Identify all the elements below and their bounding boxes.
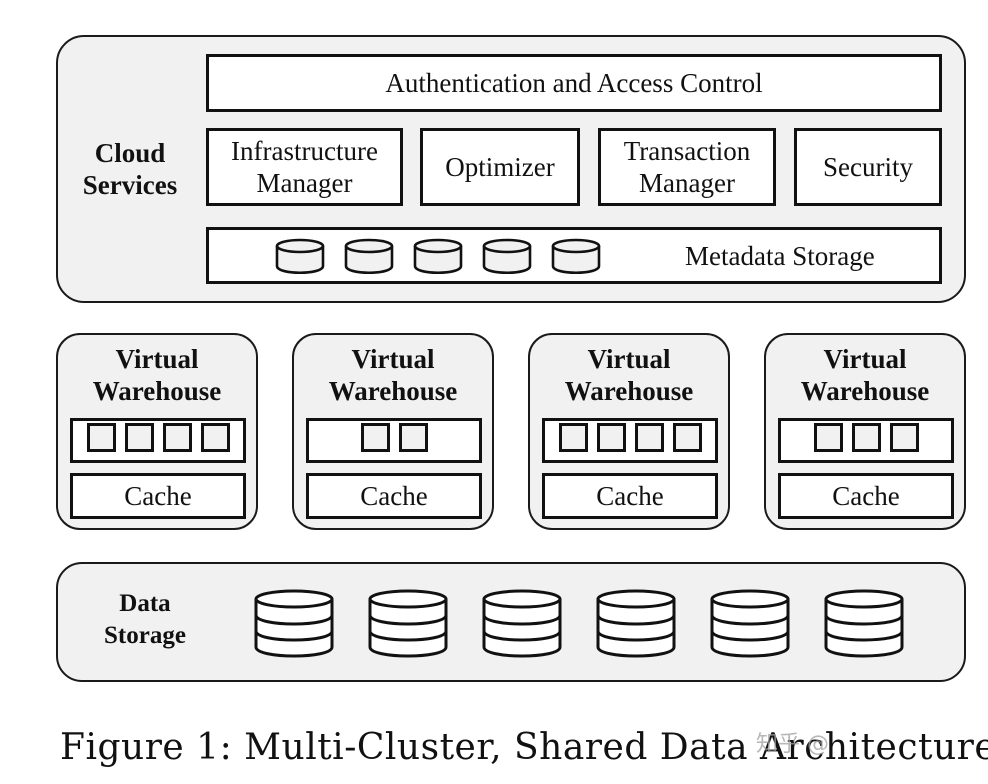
stacked-database-icon: [482, 589, 562, 658]
compute-node-icon: [200, 423, 230, 452]
compute-nodes: [309, 423, 479, 452]
infrastructure-manager-label-line1: Infrastructure: [231, 136, 378, 166]
compute-node-icon: [124, 423, 154, 452]
stacked-database-icon: [596, 589, 676, 658]
compute-nodes-box: [70, 418, 246, 463]
database-cylinder-icon: [413, 238, 463, 275]
database-cylinder-icon: [551, 238, 601, 275]
compute-nodes: [781, 423, 951, 452]
compute-node-icon: [634, 423, 664, 452]
compute-node-icon: [558, 423, 588, 452]
database-cylinder-icon: [344, 238, 394, 275]
virtual-warehouse-title-line1: Virtual: [351, 344, 435, 374]
transaction-manager-label-line1: Transaction: [623, 136, 751, 166]
compute-node-icon: [596, 423, 626, 452]
compute-nodes: [545, 423, 715, 452]
infrastructure-manager-label-line2: Manager: [256, 168, 353, 198]
metadata-storage-label: Metadata Storage: [685, 241, 875, 271]
cache-label: Cache: [124, 481, 192, 511]
virtual-warehouse-title-line1: Virtual: [115, 344, 199, 374]
virtual-warehouse-title-line1: Virtual: [587, 344, 671, 374]
data-storage-panel: Data Storage: [56, 562, 966, 682]
compute-nodes-box: [542, 418, 718, 463]
cache-box: Cache: [70, 473, 246, 519]
stacked-database-icon: [368, 589, 448, 658]
virtual-warehouse-title-line2: Warehouse: [92, 376, 222, 406]
infrastructure-manager-box: Infrastructure Manager: [206, 128, 403, 206]
virtual-warehouse-title: Virtual Warehouse: [58, 343, 256, 407]
virtual-warehouse-title: Virtual Warehouse: [294, 343, 492, 407]
data-storage-cylinders: [254, 589, 904, 659]
virtual-warehouse-title: Virtual Warehouse: [766, 343, 964, 407]
security-label: Security: [823, 152, 913, 182]
cloud-services-label-line1: Cloud: [94, 138, 166, 168]
database-cylinder-icon: [275, 238, 325, 275]
virtual-warehouse-panel: Virtual Warehouse Cache: [56, 333, 258, 530]
virtual-warehouse-panel: Virtual Warehouse Cache: [764, 333, 966, 530]
security-box: Security: [794, 128, 942, 206]
authentication-access-control-box: Authentication and Access Control: [206, 54, 942, 112]
cache-box: Cache: [542, 473, 718, 519]
cache-box: Cache: [306, 473, 482, 519]
optimizer-label: Optimizer: [445, 152, 555, 182]
compute-node-icon: [851, 423, 881, 452]
stacked-database-icon: [710, 589, 790, 658]
cloud-services-label-line2: Services: [82, 170, 178, 200]
compute-node-icon: [672, 423, 702, 452]
virtual-warehouse-panel: Virtual Warehouse Cache: [528, 333, 730, 530]
transaction-manager-label-line2: Manager: [639, 168, 735, 198]
metadata-storage-box: Metadata Storage: [206, 227, 942, 284]
watermark: 知乎 @: [756, 732, 829, 757]
transaction-manager-box: Transaction Manager: [598, 128, 776, 206]
virtual-warehouse-title-line2: Warehouse: [564, 376, 694, 406]
compute-node-icon: [398, 423, 428, 452]
compute-nodes-box: [306, 418, 482, 463]
stacked-database-icon: [824, 589, 904, 658]
virtual-warehouse-title-line2: Warehouse: [328, 376, 458, 406]
cache-label: Cache: [832, 481, 900, 511]
data-storage-label-line2: Storage: [104, 622, 186, 649]
compute-node-icon: [889, 423, 919, 452]
virtual-warehouse-panel: Virtual Warehouse Cache: [292, 333, 494, 530]
cache-label: Cache: [360, 481, 428, 511]
cache-label: Cache: [596, 481, 664, 511]
database-cylinder-icon: [482, 238, 532, 275]
cache-box: Cache: [778, 473, 954, 519]
virtual-warehouse-title-line2: Warehouse: [800, 376, 930, 406]
cloud-services-label: Cloud Services: [76, 137, 184, 201]
compute-node-icon: [813, 423, 843, 452]
data-storage-label-line1: Data: [119, 590, 171, 617]
figure-caption: Figure 1: Multi-Cluster, Shared Data Arc…: [60, 727, 988, 768]
cloud-services-panel: Cloud Services Authentication and Access…: [56, 35, 966, 303]
authentication-access-control-label: Authentication and Access Control: [385, 68, 763, 98]
data-storage-label: Data Storage: [80, 588, 210, 652]
compute-node-icon: [86, 423, 116, 452]
compute-nodes: [73, 423, 243, 452]
stacked-database-icon: [254, 589, 334, 658]
metadata-cylinders: [275, 238, 601, 275]
optimizer-box: Optimizer: [420, 128, 580, 206]
compute-node-icon: [360, 423, 390, 452]
virtual-warehouse-title-line1: Virtual: [823, 344, 907, 374]
virtual-warehouse-title: Virtual Warehouse: [530, 343, 728, 407]
compute-node-icon: [162, 423, 192, 452]
compute-nodes-box: [778, 418, 954, 463]
